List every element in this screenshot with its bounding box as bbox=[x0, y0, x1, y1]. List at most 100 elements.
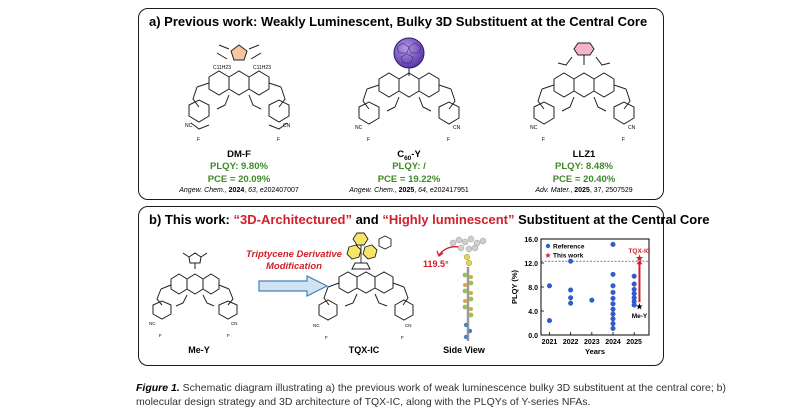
svg-text:F: F bbox=[197, 137, 200, 143]
panel-b-title-suffix: Substituent at the Central Core bbox=[514, 212, 710, 227]
legend-this-work-marker: ★ bbox=[544, 251, 551, 260]
side-view-label: Side View bbox=[443, 345, 485, 355]
dmf-ref-year: 2024 bbox=[228, 187, 245, 194]
arrow-label-line2: Modification bbox=[266, 261, 322, 272]
panel-a: a) Previous work: Weakly Luminescent, Bu… bbox=[138, 8, 664, 200]
c60y-reference: Angew. Chem., 2025, 64, e202417951 bbox=[349, 187, 469, 194]
c60y-label-suffix: -Y bbox=[411, 149, 421, 160]
llz1-ref-year: 2025 bbox=[574, 187, 590, 194]
y-axis-label: PLQY (%) bbox=[510, 269, 519, 304]
legend-this-work-label: This work bbox=[553, 253, 584, 260]
c60y-ref-journal: Angew. Chem. bbox=[349, 187, 395, 194]
llz1-ref-vol: 37 bbox=[593, 187, 602, 194]
panel-b-title-prefix: b) This work: bbox=[149, 212, 234, 227]
panel-b-title-mid: and bbox=[351, 212, 383, 227]
reference-point bbox=[610, 306, 616, 312]
y-tick-label: 4.0 bbox=[528, 309, 538, 316]
mey-star: ★ bbox=[635, 303, 643, 313]
dmf-reference: Angew. Chem., 2024, 63, e202407007 bbox=[179, 187, 299, 194]
mey-structure: NC CN F F bbox=[149, 252, 238, 338]
panel-b: b) This work: “3D-Architectured” and “Hi… bbox=[138, 206, 710, 366]
dmf-label: DM-F bbox=[227, 149, 251, 160]
reference-point bbox=[610, 325, 616, 331]
figure-label: Figure 1. bbox=[136, 382, 180, 394]
c60y-ref-vol: 64 bbox=[418, 187, 426, 194]
mey-point-label: Me-Y bbox=[632, 313, 648, 320]
svg-text:CN: CN bbox=[628, 125, 636, 131]
x-tick-label: 2022 bbox=[563, 339, 579, 346]
svg-text:F: F bbox=[542, 137, 545, 143]
dmf-ref-vol: 63 bbox=[248, 187, 256, 194]
legend-reference-marker bbox=[545, 243, 551, 249]
dmf-ref-journal: Angew. Chem. bbox=[179, 187, 225, 194]
c60y-label: C60-Y bbox=[379, 149, 439, 162]
c60y-label-main: C bbox=[397, 149, 405, 160]
svg-text:CN: CN bbox=[231, 321, 238, 326]
svg-text:F: F bbox=[447, 137, 450, 143]
side-view-model bbox=[436, 235, 487, 341]
x-tick-label: 2021 bbox=[542, 339, 558, 346]
right-arrow-icon bbox=[258, 275, 329, 297]
y-tick-label: 12.0 bbox=[524, 261, 538, 268]
this-work-star: ★ bbox=[635, 254, 644, 265]
c60y-ref-year: 2025 bbox=[398, 187, 415, 194]
x-axis-label: Years bbox=[585, 347, 605, 356]
svg-text:CN: CN bbox=[453, 125, 461, 131]
tqxic-label: TQX-IC bbox=[348, 345, 380, 355]
svg-text:NC: NC bbox=[355, 125, 363, 131]
c60y-pce: PCE = 19.22% bbox=[377, 174, 441, 185]
llz1-label: LLZ1 bbox=[572, 149, 596, 160]
y-tick-label: 0.0 bbox=[528, 333, 538, 340]
reference-point bbox=[610, 321, 616, 327]
reference-point bbox=[546, 283, 552, 289]
svg-text:C11H23: C11H23 bbox=[213, 65, 231, 71]
svg-text:NC: NC bbox=[149, 321, 156, 326]
reference-point bbox=[568, 258, 574, 264]
svg-text:F: F bbox=[367, 137, 370, 143]
c60y-label-sub: 60 bbox=[404, 154, 412, 162]
reference-point bbox=[610, 295, 616, 301]
arrow-label-line1: Triptycene Derivative bbox=[246, 249, 342, 260]
dmf-pce: PCE = 20.09% bbox=[207, 174, 271, 185]
y-tick-label: 16.0 bbox=[524, 237, 538, 244]
reference-point bbox=[631, 291, 637, 297]
svg-text:F: F bbox=[325, 335, 328, 340]
figure-caption: Figure 1. Schematic diagram illustrating… bbox=[136, 381, 736, 409]
svg-text:NC: NC bbox=[530, 125, 538, 131]
svg-text:F: F bbox=[277, 137, 280, 143]
reference-point bbox=[610, 241, 616, 247]
reference-point bbox=[631, 281, 637, 287]
mey-label: Me-Y bbox=[188, 345, 210, 355]
legend-reference-label: Reference bbox=[553, 244, 585, 251]
reference-point bbox=[631, 273, 637, 279]
panel-a-title: a) Previous work: Weakly Luminescent, Bu… bbox=[149, 14, 648, 29]
reference-point bbox=[568, 300, 574, 306]
svg-text:F: F bbox=[401, 335, 404, 340]
y-tick-label: 8.0 bbox=[528, 285, 538, 292]
svg-text:F: F bbox=[159, 333, 162, 338]
x-tick-label: 2024 bbox=[605, 339, 621, 346]
svg-text:NC: NC bbox=[185, 123, 193, 129]
dmf-ref-id: e202407007 bbox=[259, 187, 299, 194]
reference-point bbox=[631, 302, 637, 308]
reference-point bbox=[631, 286, 637, 292]
reference-point bbox=[610, 271, 616, 277]
reference-point bbox=[546, 318, 552, 324]
dmf-structure: C11H23 C11H23 NC CN F F bbox=[185, 44, 291, 143]
reference-point bbox=[568, 287, 574, 293]
this-work-point-label: TQX-IC bbox=[628, 248, 650, 255]
dihedral-angle-label: 119.5° bbox=[423, 259, 449, 269]
llz1-pce: PCE = 20.40% bbox=[552, 174, 616, 185]
caption-text: Schematic diagram illustrating a) the pr… bbox=[136, 382, 727, 408]
llz1-plqy: PLQY: 8.48% bbox=[555, 161, 613, 172]
reference-point bbox=[610, 283, 616, 289]
llz1-reference: Adv. Mater., 2025, 37, 2507529 bbox=[535, 187, 633, 194]
svg-text:F: F bbox=[622, 137, 625, 143]
c60y-ref-id: e202417951 bbox=[429, 187, 469, 194]
dmf-plqy: PLQY: 9.80% bbox=[210, 161, 268, 172]
reference-point bbox=[568, 295, 574, 301]
svg-text:CN: CN bbox=[405, 323, 412, 328]
x-tick-label: 2025 bbox=[626, 339, 642, 346]
panel-b-title-3d: “3D-Architectured” bbox=[233, 212, 352, 227]
